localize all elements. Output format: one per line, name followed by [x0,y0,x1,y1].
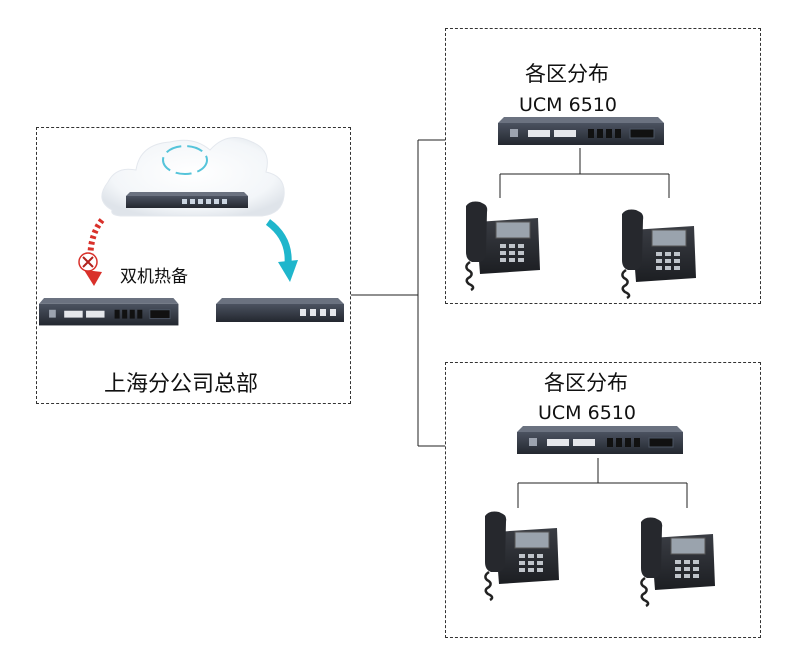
branch-group-box-1 [445,28,761,304]
branch1-tree-connector [499,148,670,198]
branch1-phone-left [464,200,542,292]
branch1-phone-right [620,208,698,300]
branch2-phone-left [483,510,561,602]
branch2-tree-connector [517,458,688,508]
branch-group-box-2 [445,362,761,638]
failover-arrow [78,218,105,286]
branch2-phone-right [639,516,717,608]
branch1-ucm-device [497,116,665,146]
hq-label: 上海分公司总部 [104,372,259,397]
backbone-connector [351,139,445,447]
ha-label: 双机热备 [120,267,188,287]
hq-backup-ucm [216,298,344,322]
branch1-title: 各区分布 [525,62,609,86]
branch2-title: 各区分布 [544,371,628,395]
active-arrow [265,219,298,282]
hq-group-box [36,127,351,404]
branch2-device-label: UCM 6510 [538,402,636,424]
cloud-server-device [126,192,248,208]
branch2-ucm-device [516,425,684,455]
branch1-device-label: UCM 6510 [519,94,617,116]
hq-primary-ucm [38,297,179,326]
